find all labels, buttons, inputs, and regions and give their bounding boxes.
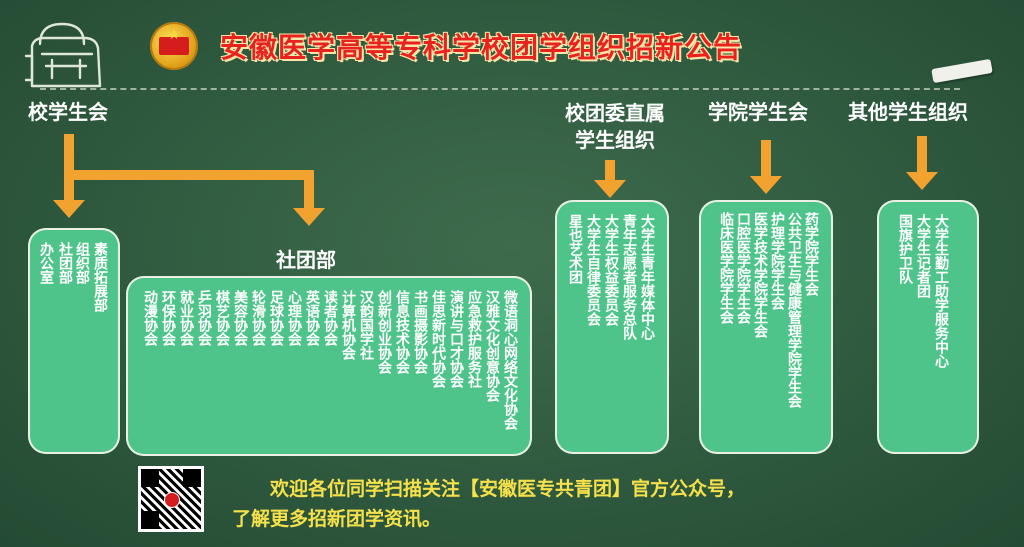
list-item: 药学院学生会 [803, 212, 819, 296]
list-item: 公共卫生与健康管理学院学生会 [786, 212, 802, 408]
welcome-line-1: 欢迎各位同学扫描关注【安徽医专共青团】官方公众号， [270, 478, 746, 500]
list-item: 办公室 [38, 242, 54, 284]
arrow-down-icon [293, 208, 325, 226]
list-item: 应急救护服务社 [466, 290, 482, 388]
arrow-shaft [761, 140, 771, 180]
qr-code-icon [138, 466, 204, 532]
list-item: 信息技术协会 [394, 290, 410, 374]
arrow-connector [74, 170, 314, 180]
list-item: 佳思新时代协会 [430, 290, 446, 388]
arrow-shaft [64, 134, 74, 202]
list-item: 演讲与口才协会 [448, 290, 464, 388]
list-item: 组织部 [74, 242, 90, 284]
list-item: 国旗护卫队 [897, 214, 913, 284]
list-item: 轮滑协会 [250, 290, 266, 346]
list-item: 乒羽协会 [196, 290, 212, 346]
student-union-box: 素质拓展部 组织部 社团部 办公室 [28, 228, 120, 454]
section-student-union: 校学生会 [28, 100, 108, 124]
list-item: 社团部 [57, 242, 73, 284]
backpack-icon [24, 22, 102, 88]
college-union-box: 药学院学生会 公共卫生与健康管理学院学生会 护理学院学生会 医学技术学院学生会 … [699, 200, 833, 454]
list-item: 书画摄影协会 [412, 290, 428, 374]
arrow-shaft [304, 170, 314, 210]
section-other: 其他学生组织 [848, 100, 968, 124]
arrow-down-icon [594, 180, 626, 198]
chalk-icon [931, 58, 993, 84]
arrow-shaft [605, 160, 615, 182]
list-item: 大学生记者团 [915, 214, 931, 298]
clubs-box: 微语洞心网络文化协会 汉雅文化创意协会 应急救护服务社 演讲与口才协会 佳思新时… [126, 276, 532, 456]
arrow-down-icon [53, 200, 85, 218]
list-item: 医学技术学院学生会 [752, 212, 768, 338]
list-item: 大学生自律委员会 [585, 214, 601, 326]
list-item: 环保协会 [160, 290, 176, 346]
list-item: 汉韵国学社 [358, 290, 374, 360]
list-item: 微语洞心网络文化协会 [502, 290, 518, 430]
arrow-down-icon [906, 172, 938, 190]
list-item: 动漫协会 [142, 290, 158, 346]
divider [40, 88, 960, 90]
list-item: 青年志愿者服务总队 [621, 214, 637, 340]
list-item: 护理学院学生会 [769, 212, 785, 310]
list-item: 足球协会 [268, 290, 284, 346]
welcome-line-2: 了解更多招新团学资讯。 [232, 508, 442, 530]
list-item: 计算机协会 [340, 290, 356, 360]
league-emblem-icon: ★ [150, 22, 198, 70]
other-box: 大学生勤工助学服务中心 大学生记者团 国旗护卫队 [877, 200, 979, 454]
list-item: 大学生勤工助学服务中心 [933, 214, 949, 368]
list-item: 心理协会 [286, 290, 302, 346]
arrow-down-icon [750, 176, 782, 194]
list-item: 星也艺术团 [567, 214, 583, 284]
list-item: 大学生权益委员会 [603, 214, 619, 326]
list-item: 大学生青年媒体中心 [639, 214, 655, 340]
list-item: 临床医学院学生会 [718, 212, 734, 324]
list-item: 美容协会 [232, 290, 248, 346]
youth-league-box: 大学生青年媒体中心 青年志愿者服务总队 大学生权益委员会 大学生自律委员会 星也… [555, 200, 669, 454]
list-item: 口腔医学院学生会 [735, 212, 751, 324]
list-item: 棋艺协会 [214, 290, 230, 346]
list-item: 素质拓展部 [92, 242, 108, 312]
page-title: 安徽医学高等专科学校团学组织招新公告 [220, 31, 743, 64]
list-item: 读者协会 [322, 290, 338, 346]
list-item: 就业协会 [178, 290, 194, 346]
list-item: 汉雅文化创意协会 [484, 290, 500, 402]
list-item: 创新创业协会 [376, 290, 392, 374]
arrow-shaft [917, 136, 927, 176]
list-item: 英语协会 [304, 290, 320, 346]
section-youth-league: 校团委直属 学生组织 [565, 101, 665, 152]
section-college-union: 学院学生会 [708, 100, 808, 124]
clubs-title: 社团部 [276, 248, 336, 272]
